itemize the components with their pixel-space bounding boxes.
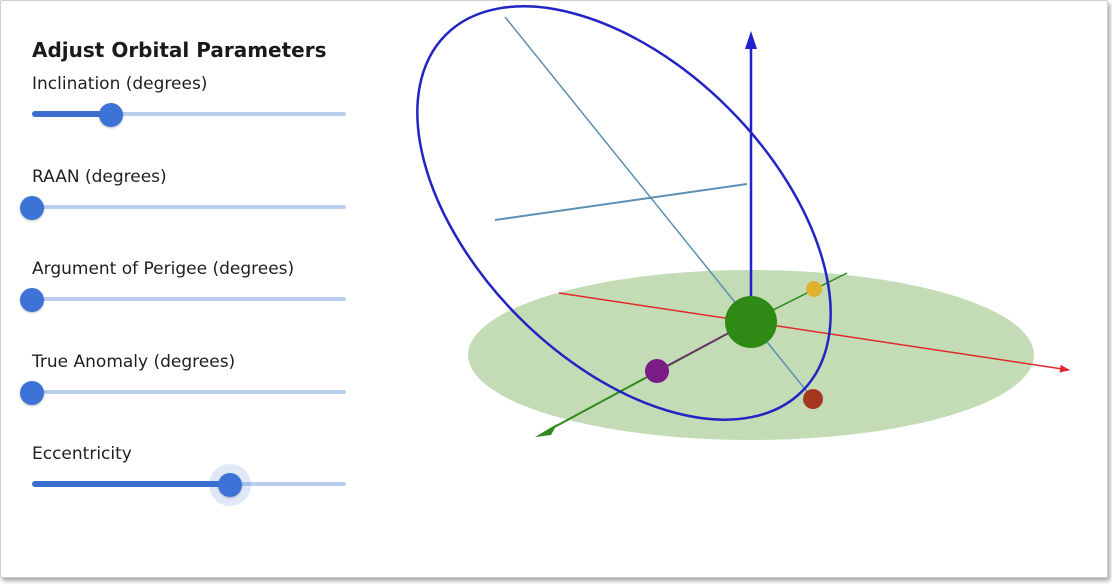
slider-fill [32, 481, 230, 487]
slider-block-eccentricity: Eccentricity [32, 443, 352, 497]
slider-thumb[interactable] [20, 196, 44, 220]
eccentricity-slider[interactable] [32, 473, 346, 497]
true-anomaly-slider[interactable] [20, 381, 346, 405]
satellite-marker [645, 359, 669, 383]
orbit-path [416, 5, 832, 421]
slider-block-argument-of-perigee: Argument of Perigee (degrees) [20, 258, 352, 312]
eccentricity-label: Eccentricity [32, 444, 132, 464]
slider-thumb[interactable] [98, 103, 123, 127]
argument-of-perigee-slider[interactable] [20, 288, 346, 312]
x-axis [558, 292, 1070, 373]
true-anomaly-label: True Anomaly (degrees) [32, 352, 236, 372]
earth [725, 296, 777, 348]
panel-title: Adjust Orbital Parameters [32, 38, 327, 62]
slider-block-true-anomaly: True Anomaly (degrees) [20, 351, 352, 405]
inclination-slider[interactable] [32, 103, 346, 127]
slider-thumb[interactable] [20, 288, 44, 312]
orbit-minor-axis-line [494, 183, 748, 221]
inclination-label: Inclination (degrees) [32, 74, 208, 94]
slider-track [32, 297, 346, 301]
y-axis-arrowhead [535, 424, 557, 437]
slider-track [32, 390, 346, 394]
slider-thumb[interactable] [217, 473, 242, 497]
orbit-3d-view[interactable] [401, 1, 1107, 577]
slider-block-raan: RAAN (degrees) [20, 166, 352, 220]
slider-track [32, 112, 346, 116]
ascending-node-marker [806, 281, 822, 297]
perigee-marker [803, 389, 823, 409]
argument-of-perigee-label: Argument of Perigee (degrees) [32, 259, 295, 279]
slider-thumb[interactable] [20, 381, 44, 405]
z-axis-arrowhead [745, 31, 757, 49]
slider-track [32, 205, 346, 209]
slider-fill [32, 111, 111, 117]
slider-block-inclination: Inclination (degrees) [32, 73, 352, 127]
controls-panel: Adjust Orbital Parameters Inclination (d… [20, 37, 352, 497]
raan-label: RAAN (degrees) [32, 167, 167, 187]
raan-slider[interactable] [20, 196, 346, 220]
